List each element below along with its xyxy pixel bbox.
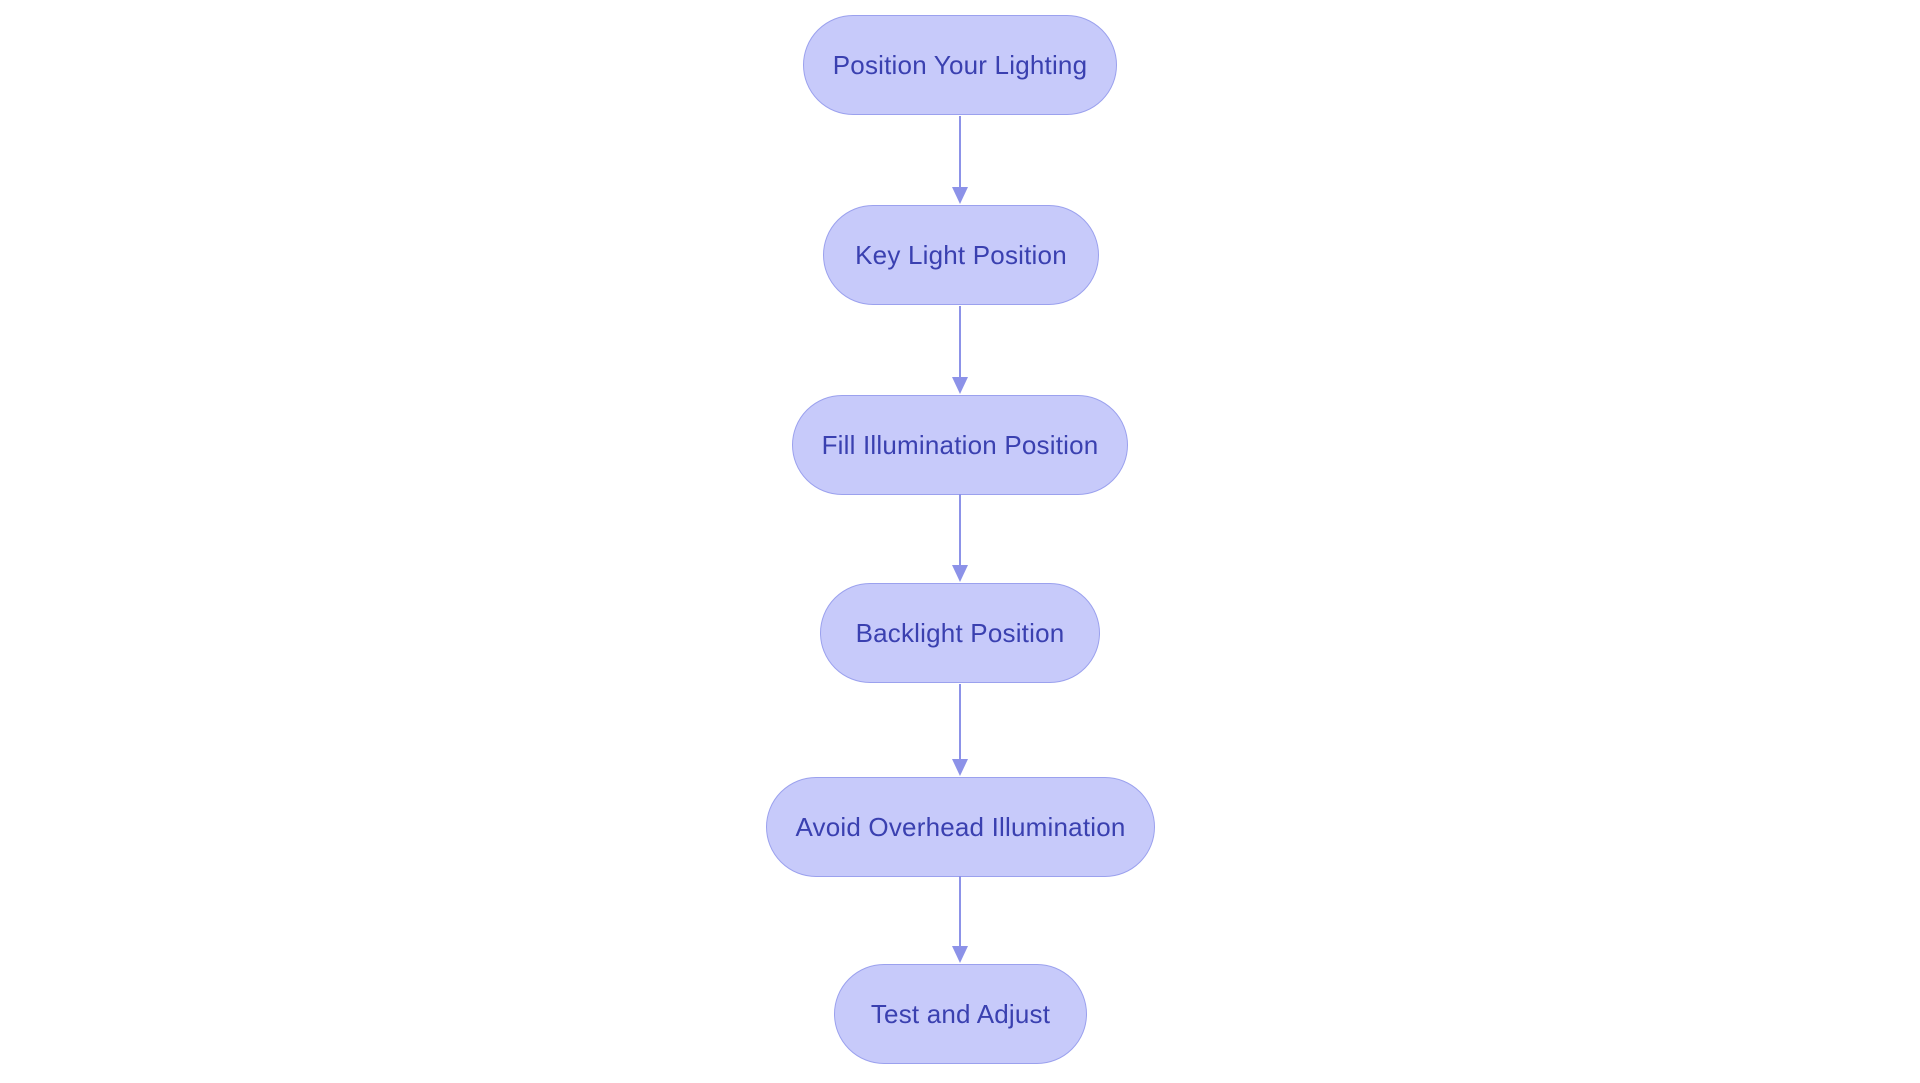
flowchart-node-key-light-position: Key Light Position <box>823 205 1099 305</box>
arrow-down-icon <box>951 377 968 394</box>
node-label: Key Light Position <box>855 239 1067 270</box>
arrow-down-icon <box>951 565 968 582</box>
arrow-down-icon <box>951 946 968 963</box>
flowchart-node-position-your-lighting: Position Your Lighting <box>803 15 1117 115</box>
node-label: Test and Adjust <box>870 998 1051 1029</box>
node-label: Fill Illumination Position <box>821 429 1099 460</box>
arrow-line <box>958 116 962 189</box>
node-label: Position Your Lighting <box>832 49 1088 80</box>
arrow-line <box>958 306 962 379</box>
node-label: Avoid Overhead Illumination <box>795 811 1126 842</box>
arrow-line <box>958 684 962 761</box>
arrow-line <box>958 494 962 567</box>
flowchart-node-fill-illumination-position: Fill Illumination Position <box>792 395 1128 495</box>
arrow-down-icon <box>951 759 968 776</box>
node-label: Backlight Position <box>855 617 1065 648</box>
flowchart-node-test-and-adjust: Test and Adjust <box>834 964 1087 1064</box>
arrow-down-icon <box>951 187 968 204</box>
flowchart-node-backlight-position: Backlight Position <box>820 583 1100 683</box>
flowchart-node-avoid-overhead-illumination: Avoid Overhead Illumination <box>766 777 1155 877</box>
arrow-line <box>958 876 962 948</box>
